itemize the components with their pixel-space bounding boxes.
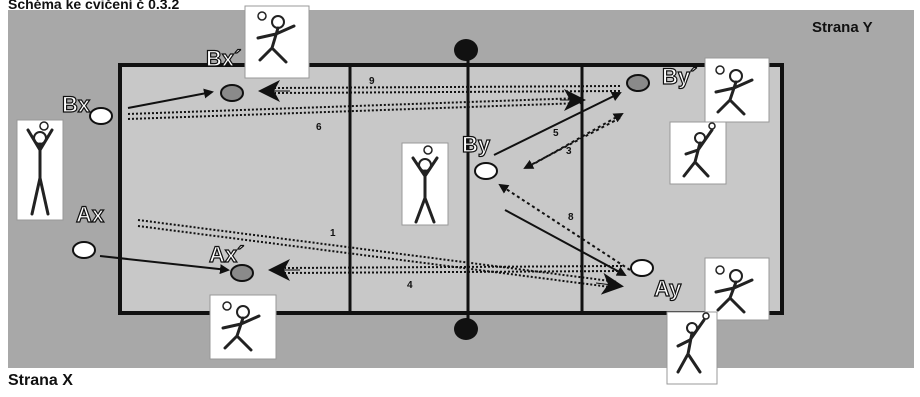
- step-number: 3: [566, 146, 572, 157]
- side-label-x: Strana X: [8, 372, 73, 389]
- step-number: 9: [369, 76, 375, 87]
- movement-arrow: [493, 92, 622, 156]
- target-marker-bx-prime: [220, 84, 244, 102]
- label-by: By: [462, 132, 491, 157]
- step-number: 6: [316, 122, 322, 133]
- label-ax-prime: Ax´: [209, 242, 244, 267]
- volleyball-player-figure-icon: [401, 142, 449, 226]
- volleyball-player-figure-icon: [16, 119, 64, 221]
- net-post-icon: [454, 39, 478, 61]
- target-marker-ax-prime: [230, 264, 254, 282]
- pass-path: [274, 90, 621, 94]
- pass-arrowhead: [595, 272, 624, 295]
- movement-arrow: [99, 255, 230, 275]
- player-marker-by: [474, 162, 498, 180]
- step-number: 4: [407, 280, 413, 291]
- side-label-y: Strana Y: [812, 19, 873, 36]
- pass-path: [284, 265, 623, 269]
- pass-path: [137, 225, 619, 289]
- step-number: 8: [568, 212, 574, 223]
- player-marker-ay: [630, 259, 654, 277]
- net-post-icon: [454, 318, 478, 340]
- label-bx-prime: Bx´: [206, 46, 241, 71]
- volleyball-player-figure-icon: [704, 57, 770, 123]
- set-path: [498, 183, 631, 271]
- pass-path: [137, 219, 619, 283]
- pass-path: [284, 270, 623, 274]
- court: [118, 63, 784, 315]
- volleyball-player-figure-icon: [704, 257, 770, 321]
- volleyball-player-figure-icon: [669, 121, 727, 185]
- movement-arrow: [127, 88, 214, 109]
- player-marker-bx: [89, 107, 113, 125]
- volleyball-player-figure-icon: [209, 294, 277, 360]
- label-bx: Bx: [62, 92, 91, 117]
- label-by-prime: By´: [662, 64, 697, 89]
- player-marker-ax: [72, 241, 96, 259]
- label-ax: Ax: [76, 202, 105, 227]
- target-marker-by-prime: [626, 74, 650, 92]
- page-title: Schéma ke cvičení č 0.3.2: [8, 0, 180, 12]
- step-number: 5: [553, 128, 559, 139]
- step-number: 1: [330, 228, 336, 239]
- volleyball-player-figure-icon: [666, 311, 718, 385]
- volleyball-player-figure-icon: [244, 5, 310, 79]
- movement-arrow: [504, 209, 627, 276]
- label-ay: Ay: [654, 276, 682, 301]
- pass-path: [274, 85, 621, 89]
